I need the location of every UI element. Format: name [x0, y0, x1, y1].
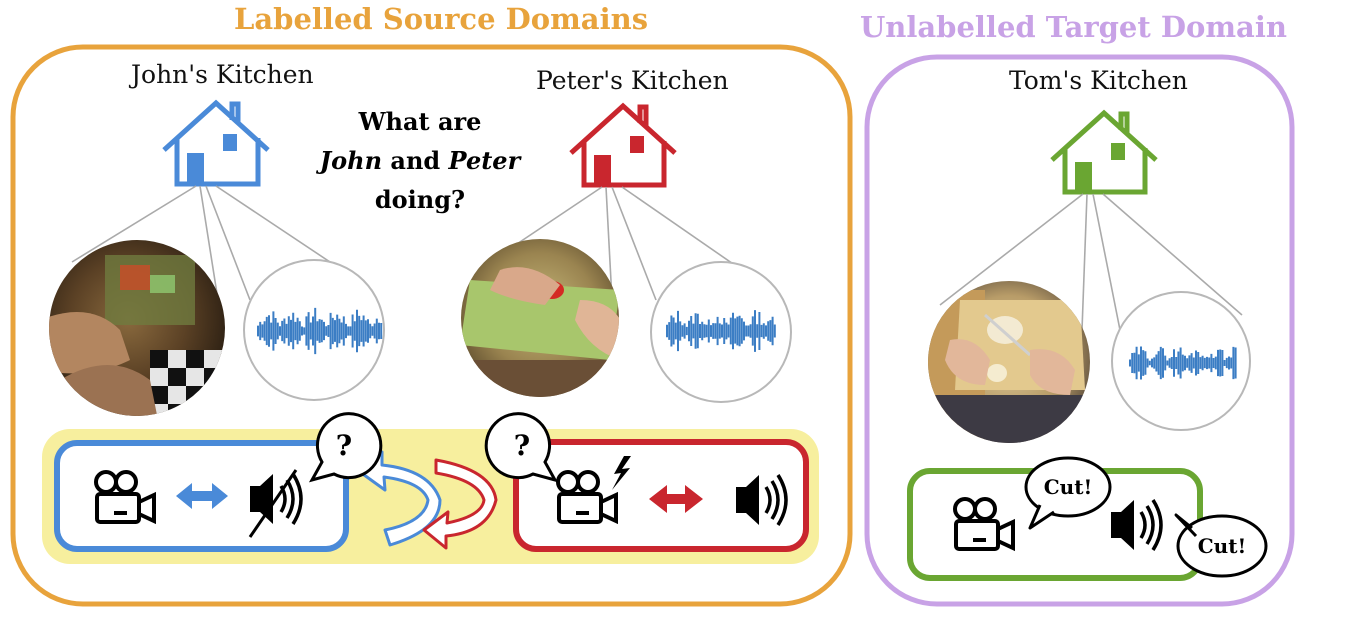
- john-audio-waveform: [243, 259, 385, 401]
- tom-video-camera-icon: [953, 497, 1015, 552]
- question-line-1: What are: [358, 107, 482, 136]
- peter-audio-waveform: [650, 261, 792, 403]
- peter-question-bubble: ?: [484, 412, 559, 483]
- john-muted-speaker-icon: [248, 469, 303, 538]
- tom-zoom-lines: [939, 193, 1243, 331]
- john-video-camera-icon: [94, 470, 156, 525]
- peter-swap-arrows-icon: [649, 485, 703, 513]
- tom-speaker-icon: [1111, 499, 1163, 551]
- name-john: John: [319, 146, 383, 175]
- john-swap-arrows-icon: [176, 483, 228, 509]
- question-and: and: [382, 146, 449, 175]
- question-text: What are John and Peter doing?: [300, 102, 540, 219]
- source-domain-frame: [10, 44, 853, 607]
- john-house-icon: [162, 99, 270, 187]
- peter-speaker-icon: [736, 474, 788, 526]
- tom-house-icon: [1050, 109, 1158, 195]
- target-domain-title: Unlabelled Target Domain: [860, 10, 1287, 44]
- peter-video-frame: [461, 239, 619, 397]
- source-domains-title: Labelled Source Domains: [234, 2, 649, 36]
- tom-video-frame: [928, 281, 1090, 443]
- john-question-mark: ?: [336, 429, 352, 462]
- video-cut-text: Cut!: [1044, 475, 1092, 499]
- tom-audio-waveform: [1111, 291, 1251, 431]
- peter-kitchen-label: Peter's Kitchen: [536, 66, 729, 95]
- name-peter: Peter: [448, 146, 521, 175]
- audio-cut-bubble: Cut!: [1174, 513, 1268, 578]
- peter-house-icon: [569, 102, 677, 188]
- question-line-3: doing?: [374, 185, 466, 214]
- tom-kitchen-label: Tom's Kitchen: [1009, 66, 1188, 95]
- john-question-bubble: ?: [308, 412, 383, 483]
- peter-question-mark: ?: [514, 429, 530, 462]
- audio-cut-text: Cut!: [1198, 534, 1246, 558]
- peter-lightning-icon: [612, 456, 631, 490]
- target-domain-frame: [864, 54, 1295, 607]
- peter-video-camera-icon: [556, 470, 618, 525]
- john-kitchen-label: John's Kitchen: [131, 60, 314, 89]
- video-cut-bubble: Cut!: [1024, 456, 1112, 530]
- john-video-frame: [49, 240, 225, 416]
- question-line-2: John and Peter: [300, 141, 540, 180]
